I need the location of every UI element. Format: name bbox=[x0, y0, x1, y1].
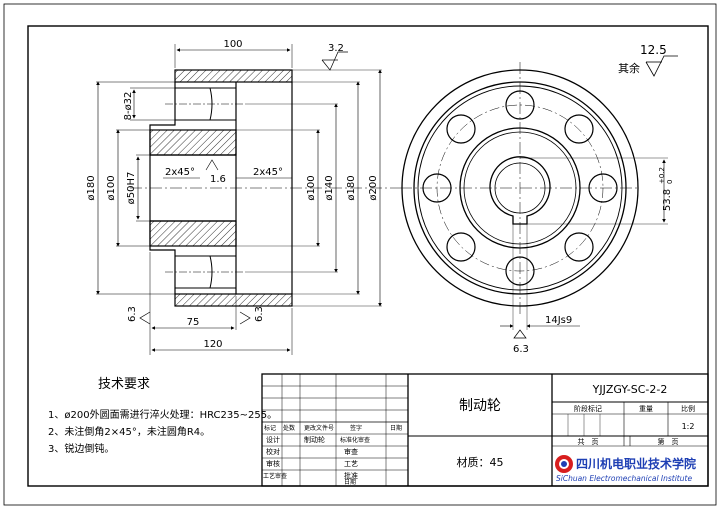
dim-75: 75 bbox=[187, 317, 200, 328]
svg-text:6.3: 6.3 bbox=[127, 306, 138, 322]
label-standard: 标准化审查 bbox=[340, 436, 370, 444]
sheet-no: 第 页 bbox=[658, 437, 679, 446]
dim-180-right: ø180 bbox=[346, 175, 357, 200]
tech-item-1: 1、ø200外圆面需进行淬火处理：HRC235~255。 bbox=[48, 408, 277, 421]
hole-6 bbox=[446, 232, 476, 262]
hole-2 bbox=[564, 114, 594, 144]
general-roughness: 其余 12.5 bbox=[618, 43, 678, 77]
label-date: 日期 bbox=[344, 478, 356, 486]
circle-180 bbox=[413, 81, 627, 295]
keyway-depth: 53.8 bbox=[662, 189, 673, 211]
label-review: 审查 bbox=[344, 447, 358, 456]
section-view: 100 75 120 ø180 ø100 8-ø32 ø50H7 2x45° 2… bbox=[86, 39, 400, 355]
dim-bore: ø50H7 bbox=[126, 172, 137, 205]
header-sign: 签字 bbox=[350, 424, 362, 432]
dim-200: ø200 bbox=[368, 175, 379, 200]
svg-text:6.3: 6.3 bbox=[513, 344, 529, 355]
tech-item-2: 2、未注倒角2×45°，未注圆角R4。 bbox=[48, 425, 210, 438]
label-check: 校对 bbox=[266, 447, 280, 456]
header-mark: 标记 bbox=[264, 424, 276, 432]
hub-bottom-section bbox=[149, 220, 237, 247]
tech-requirements: 技术要求 1、ø200外圆面需进行淬火处理：HRC235~255。 2、未注倒角… bbox=[48, 377, 277, 455]
roughness-symbol-top: 3.2 bbox=[321, 43, 348, 71]
material: 材质：45 bbox=[457, 455, 504, 469]
part-name: 制动轮 bbox=[459, 398, 501, 414]
tech-item-3: 3、锐边倒钝。 bbox=[48, 442, 114, 455]
pitch-circle-140 bbox=[436, 104, 604, 272]
keyway-tol-lower: 0 bbox=[666, 180, 674, 184]
web-outline bbox=[149, 82, 176, 294]
roughness-symbol-keyway: 6.3 bbox=[513, 329, 529, 355]
bore-keyway bbox=[489, 156, 551, 225]
dim-holes: 8-ø32 bbox=[123, 92, 134, 121]
dim-100-left: ø100 bbox=[106, 175, 117, 200]
hub-circle-100 bbox=[459, 127, 581, 249]
svg-text:12.5: 12.5 bbox=[640, 43, 667, 57]
label-designer: 设计 bbox=[266, 435, 280, 444]
drawing-number: YJJZGY-SC-2-2 bbox=[592, 383, 668, 396]
school-name-cn: 四川机电职业技术学院 bbox=[576, 456, 696, 471]
bore-chamfer-circle bbox=[494, 162, 546, 214]
svg-text:6.3: 6.3 bbox=[254, 306, 265, 322]
rim-bottom bbox=[174, 293, 293, 307]
school-name-en: SiChuan Electromechanical Institute bbox=[556, 474, 692, 483]
sheet-total: 共 页 bbox=[578, 437, 599, 446]
hole-5 bbox=[505, 256, 535, 286]
school-logo: 四川机电职业技术学院 SiChuan Electromechanical Ins… bbox=[555, 455, 696, 483]
designer-name: 制动轮 bbox=[304, 435, 325, 444]
dim-120: 120 bbox=[203, 339, 222, 350]
label-process-review: 工艺审查 bbox=[263, 472, 287, 480]
hub-top-section bbox=[149, 129, 237, 156]
dim-140: ø140 bbox=[324, 175, 335, 200]
dim-180-left: ø180 bbox=[86, 175, 97, 200]
keyway-width: 14Js9 bbox=[545, 315, 572, 326]
hole-1 bbox=[505, 90, 535, 120]
title-block bbox=[261, 373, 709, 487]
keyway-tol-upper: +0.2 bbox=[658, 167, 666, 184]
dim-100: 100 bbox=[223, 39, 242, 50]
hub-chamfer-circle bbox=[463, 131, 577, 245]
label-scale: 比例 bbox=[681, 404, 695, 413]
label-process: 工艺 bbox=[344, 460, 358, 468]
hole-8 bbox=[446, 114, 476, 144]
header-count: 处数 bbox=[283, 424, 295, 432]
roughness-bore: 1.6 bbox=[210, 174, 226, 185]
rim-top bbox=[174, 69, 293, 83]
hole-7 bbox=[422, 173, 452, 203]
chamfer-right: 2x45° bbox=[253, 167, 283, 178]
label-approve: 批准 bbox=[344, 471, 358, 480]
roughness-symbol-right: 6.3 bbox=[239, 306, 265, 325]
title-block-text: 标记 处数 更改文件号 签字 日期 设计 制动轮 标准化审查 校对 审查 审核 … bbox=[263, 383, 696, 486]
chamfer-left: 2x45° bbox=[165, 167, 195, 178]
header-date: 日期 bbox=[390, 424, 402, 432]
svg-text:其余: 其余 bbox=[618, 61, 640, 75]
scale-value: 1:2 bbox=[682, 422, 695, 431]
label-weight: 重量 bbox=[639, 405, 653, 413]
front-view: 53.8 +0.2 0 14Js9 6.3 其余 12.5 bbox=[400, 43, 678, 355]
hole-4 bbox=[564, 232, 594, 262]
label-audit: 审核 bbox=[266, 459, 280, 468]
svg-text:3.2: 3.2 bbox=[328, 43, 344, 54]
tech-title: 技术要求 bbox=[98, 377, 150, 392]
outer-border bbox=[3, 3, 717, 506]
outer-circle-200 bbox=[401, 69, 639, 307]
circle-174 bbox=[417, 85, 623, 291]
header-change: 更改文件号 bbox=[304, 424, 334, 432]
dim-100-right: ø100 bbox=[306, 175, 317, 200]
roughness-symbol-left: 6.3 bbox=[127, 306, 151, 325]
hole-3 bbox=[588, 173, 618, 203]
label-stage: 阶段标记 bbox=[574, 404, 602, 413]
